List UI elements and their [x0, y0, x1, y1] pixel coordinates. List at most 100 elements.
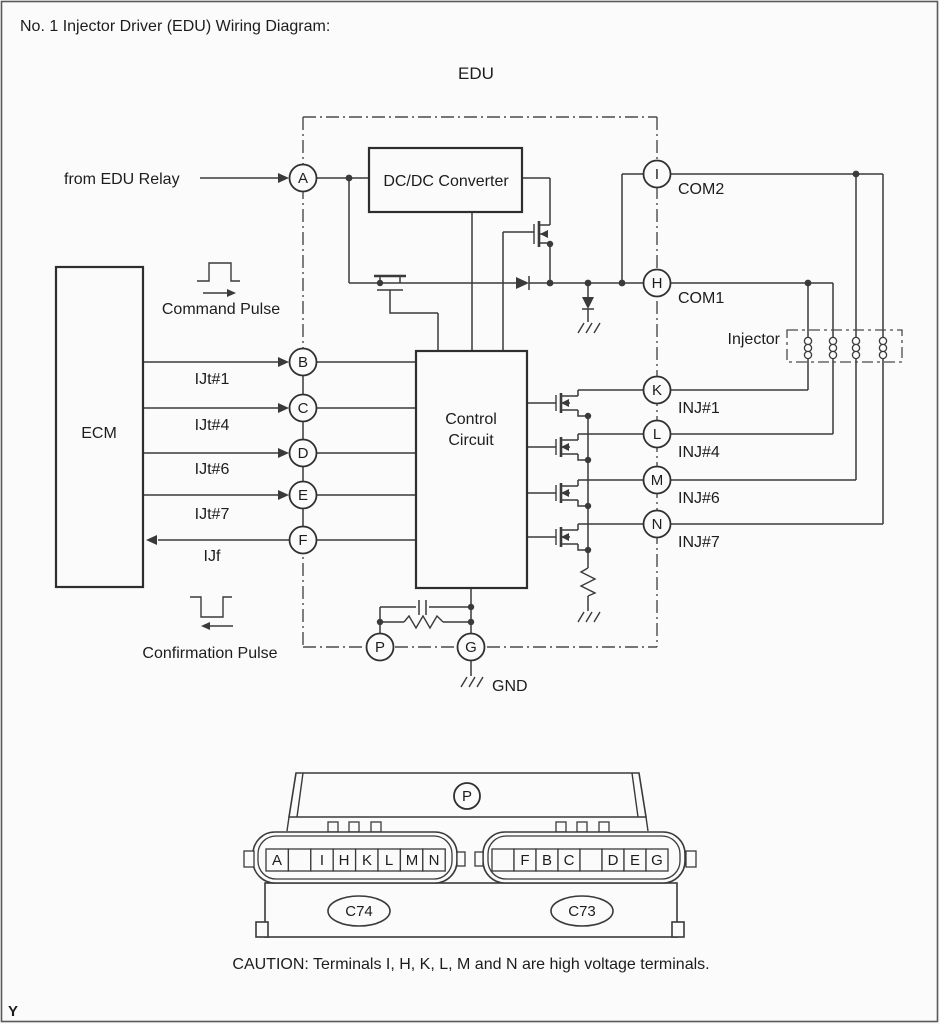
ground-icon-clamp [577, 322, 601, 334]
signal-ijt7-label: IJt#7 [195, 506, 230, 523]
connector-cell [645, 848, 669, 872]
injector-coil-icon [878, 336, 888, 360]
terminal-e: E [288, 480, 318, 510]
mosfet-arrow-icon [561, 489, 569, 497]
signal-ijf-label: IJf [204, 548, 221, 565]
mosfet-driver-inj1 [555, 390, 588, 417]
signal-arrows [146, 173, 289, 545]
connector-cell-label: K [362, 852, 372, 869]
terminal-label: M [651, 472, 664, 489]
mosfet-driver-inj7 [555, 524, 588, 551]
terminal-b: B [288, 347, 318, 377]
terminal-c: C [288, 393, 318, 423]
command-pulse-label: Command Pulse [162, 301, 280, 318]
connector-cell [287, 848, 312, 872]
connector-name-c73: C73 [550, 895, 614, 927]
arrow-right-icon [227, 289, 236, 297]
connector-body [264, 882, 678, 938]
connector-nub [474, 851, 484, 867]
signal-ijt4-label: IJt#4 [195, 417, 230, 434]
from-edu-relay-label: from EDU Relay [64, 171, 180, 188]
connector-cell-label: G [651, 852, 663, 869]
signal-inj1-label: INJ#1 [678, 400, 720, 417]
mosfet-high-side [503, 221, 550, 247]
ecm-block: ECM [54, 265, 145, 589]
terminal-label: I [655, 166, 659, 183]
injector-label: Injector [728, 331, 781, 348]
arrow-into-a [278, 173, 289, 183]
injector-coil-icon [828, 336, 838, 360]
mosfet-boost-low [374, 274, 406, 291]
wires [143, 173, 884, 676]
arrow-left-icon [201, 622, 210, 630]
caution-text: CAUTION: Terminals I, H, K, L, M and N a… [232, 956, 709, 973]
confirmation-pulse-label: Confirmation Pulse [142, 645, 277, 662]
connector-terminal-p: P [453, 782, 481, 810]
connector-foot-right [671, 921, 685, 938]
connector-cell-label: D [608, 852, 619, 869]
mosfet-driver-inj6 [555, 480, 588, 507]
connector-cell-label: I [320, 852, 324, 869]
resistor-feedback-icon [403, 614, 444, 630]
series-diode-icon [516, 276, 530, 290]
connector-side-tab [685, 850, 697, 868]
capacitor-icon [418, 600, 427, 615]
ecm-label: ECM [81, 425, 117, 442]
resistor-sense-icon [579, 567, 597, 597]
terminal-label: G [465, 639, 477, 656]
terminal-p: P [365, 632, 395, 662]
terminal-k: K [642, 375, 672, 405]
connector-cell-label: N [429, 852, 440, 869]
arrow-into-c [278, 403, 289, 413]
terminal-label: D [298, 445, 309, 462]
connector-name-c74: C74 [327, 895, 391, 927]
signal-inj4-label: INJ#4 [678, 444, 720, 461]
connector-c74-cells: A I H K L M N [265, 848, 446, 872]
mosfet-arrow-icon [561, 399, 569, 407]
terminal-label: F [298, 532, 307, 549]
ground-icon-sense [577, 611, 601, 623]
injector-coil-icon [851, 336, 861, 360]
pulse-down-icon [190, 596, 232, 618]
terminal-i: I [642, 159, 672, 189]
injector-coil-icon [803, 336, 813, 360]
page-title: No. 1 Injector Driver (EDU) Wiring Diagr… [20, 18, 330, 35]
connector-cell-label: M [406, 852, 419, 869]
control-label-line2: Circuit [448, 432, 494, 449]
connector-cell [422, 848, 446, 872]
confirmation-pulse-annotation: Confirmation Pulse [142, 596, 278, 662]
injector-block: Injector [728, 329, 903, 363]
terminal-label: P [375, 639, 385, 656]
connector-name-label: C74 [345, 903, 373, 920]
connector-cell [579, 848, 603, 872]
mosfet-arrow-icon [561, 533, 569, 541]
terminal-l: L [642, 419, 672, 449]
gnd-label: GND [492, 678, 528, 695]
terminal-label: N [652, 516, 663, 533]
signal-ijt6-label: IJt#6 [195, 461, 230, 478]
signal-com2-label: COM2 [678, 181, 724, 198]
terminal-label: C [298, 400, 309, 417]
terminal-h: H [642, 268, 672, 298]
mosfet-arrow-icon [540, 230, 548, 238]
signal-inj7-label: INJ#7 [678, 534, 720, 551]
connector-nub [456, 851, 466, 867]
connector-assembly: P [243, 772, 697, 938]
connector-cell-label: L [385, 852, 393, 869]
terminal-label: L [653, 426, 661, 443]
arrow-into-d [278, 448, 289, 458]
arrow-into-e [278, 490, 289, 500]
connector-cell-label: E [630, 852, 640, 869]
terminal-m: M [642, 465, 672, 495]
connector-side-tab [243, 850, 255, 868]
connector-foot-left [255, 921, 269, 938]
terminal-label: K [652, 382, 662, 399]
command-pulse-annotation: Command Pulse [162, 262, 280, 318]
edu-title: EDU [458, 64, 494, 83]
terminal-n: N [642, 509, 672, 539]
connector-cell-label: C [564, 852, 575, 869]
connector-cell [491, 848, 515, 872]
dcdc-converter-block: DC/DC Converter [367, 146, 524, 214]
